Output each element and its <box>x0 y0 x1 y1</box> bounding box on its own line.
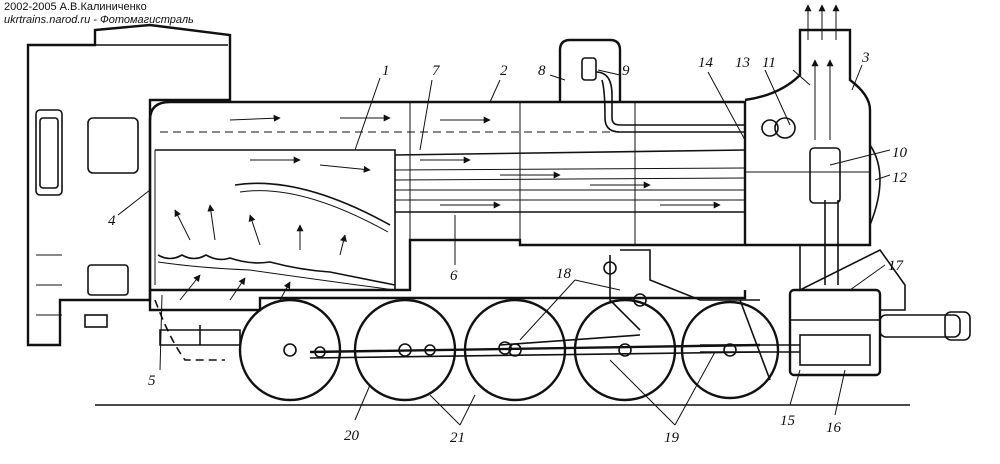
boiler-tubes <box>394 149 746 213</box>
callout-14: 14 <box>698 55 714 71</box>
callout-17: 17 <box>888 258 905 274</box>
callout-13: 13 <box>735 55 750 71</box>
callout-6: 6 <box>450 268 458 284</box>
callout-3: 3 <box>861 50 870 66</box>
callout-12: 12 <box>892 170 908 186</box>
callout-16: 16 <box>826 420 842 436</box>
callout-1: 1 <box>382 63 390 79</box>
callout-19: 19 <box>664 430 680 446</box>
callout-4: 4 <box>108 213 116 229</box>
callout-8: 8 <box>538 63 546 79</box>
callout-7: 7 <box>432 63 441 79</box>
copyright-credit: 2002-2005 А.В.Калиниченко <box>4 1 147 13</box>
gas-flow-arrows <box>174 114 721 301</box>
callout-11: 11 <box>762 55 776 71</box>
leader-lines <box>117 64 891 426</box>
callout-20: 20 <box>344 428 360 444</box>
exhaust-arrows <box>804 4 840 140</box>
callout-18: 18 <box>556 266 572 282</box>
firebox <box>154 149 396 291</box>
callout-9: 9 <box>622 63 630 79</box>
steam-dome <box>558 38 745 133</box>
callout-2: 2 <box>500 63 508 79</box>
cab <box>26 23 232 347</box>
callout-5: 5 <box>148 373 156 389</box>
valve-gear <box>309 249 771 381</box>
boiler-shell <box>148 100 747 292</box>
callout-21: 21 <box>450 430 465 446</box>
callout-15: 15 <box>780 413 796 429</box>
callout-labels: 1 2 3 4 5 6 7 8 9 10 11 12 13 14 15 16 1… <box>108 50 908 446</box>
callout-10: 10 <box>892 145 908 161</box>
website-credit: ukrtrains.narod.ru - Фотомагистраль <box>4 14 194 26</box>
